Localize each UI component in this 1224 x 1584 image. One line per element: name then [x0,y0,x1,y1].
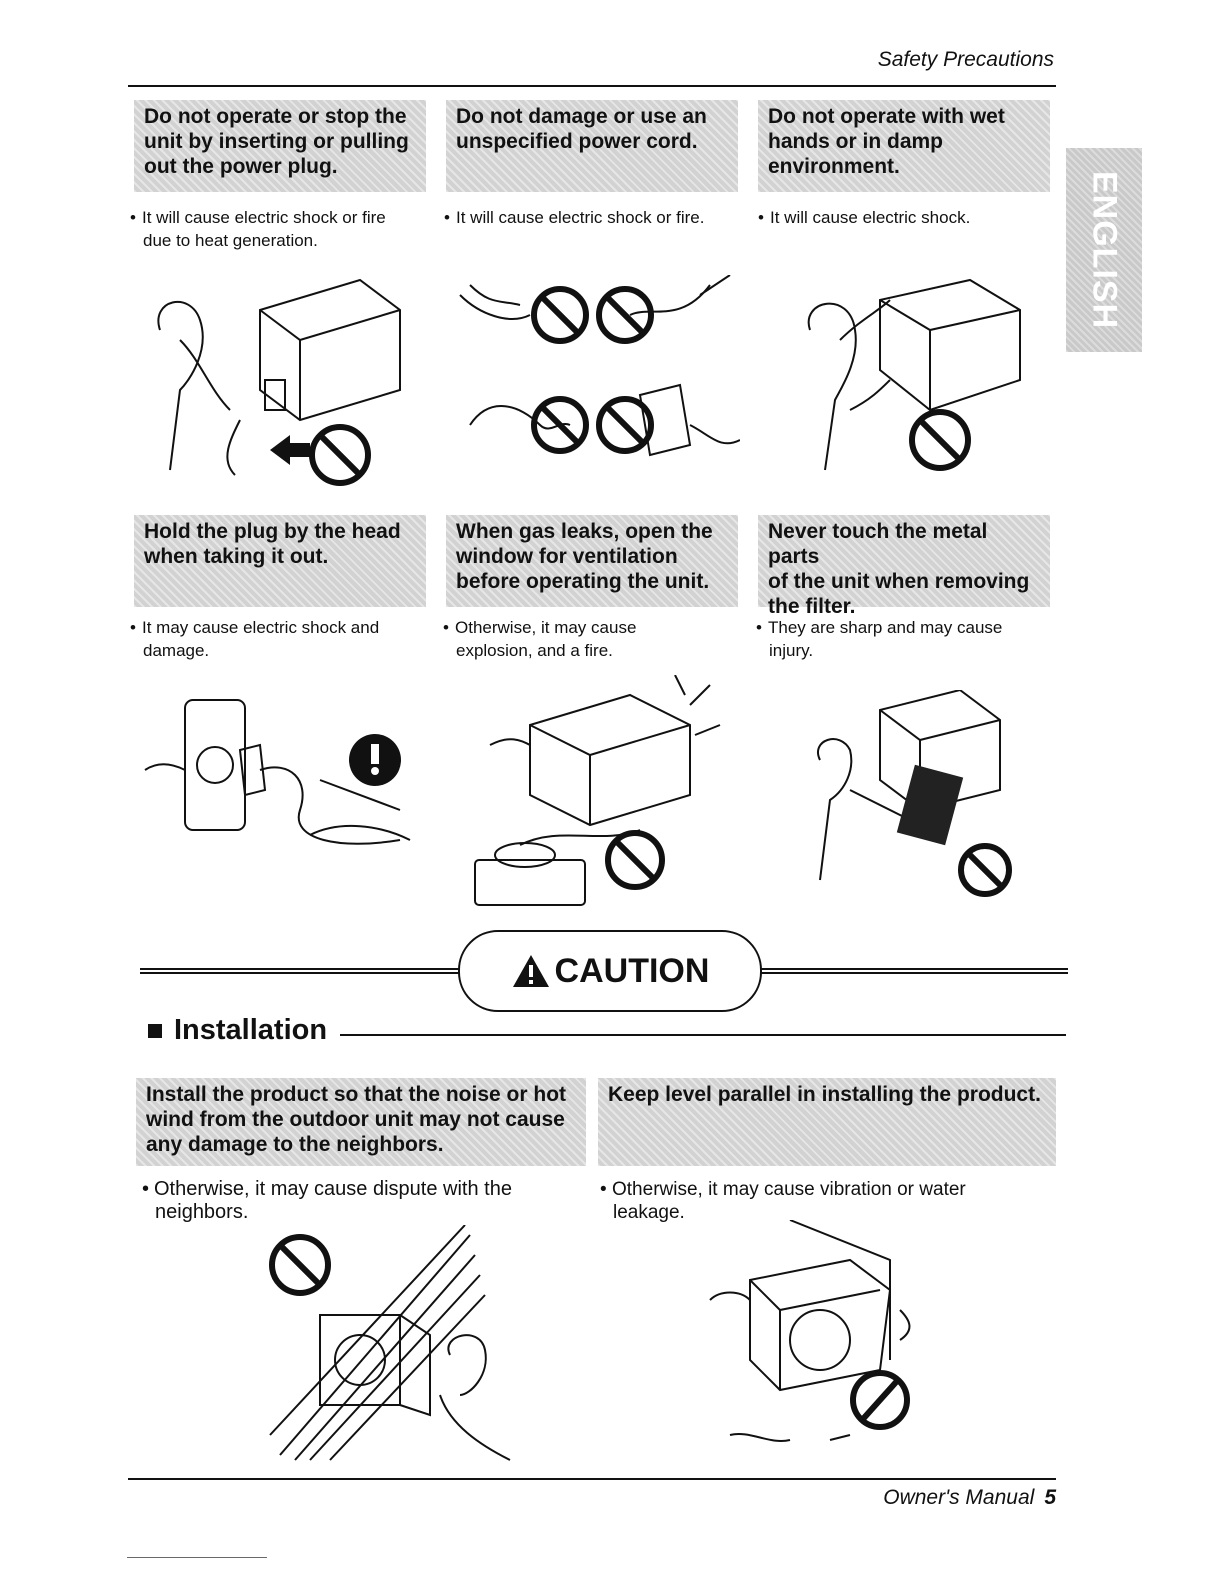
illustration-filter-removal [817,690,1012,897]
caution-label: CAUTION [554,951,710,990]
install-heading-1: Install the product so that the noise or… [136,1078,586,1166]
warning-heading-line: the filter. [768,595,856,618]
warning-heading-line: Do not operate with wet [768,105,1005,128]
warning-bullet-4: •It may cause electric shock and damage. [130,616,430,662]
bullet-text: leakage. [613,1202,685,1223]
bullet-text: neighbors. [155,1201,249,1223]
warning-bullet-1: •It will cause electric shock or fire du… [130,206,430,252]
warning-heading-3: Do not operate with wet hands or in damp… [758,100,1050,192]
link-underline [127,1557,267,1558]
bullet-text: It may cause electric shock and [142,618,380,637]
warning-heading-line: when taking it out. [144,545,329,568]
bullet-text: It will cause electric shock or fire [142,208,386,227]
warning-heading-5: When gas leaks, open the window for vent… [446,515,738,607]
section-title: Installation [174,1014,328,1046]
warning-heading-line: When gas leaks, open the [456,520,713,543]
caution-rule-left [140,968,460,974]
warning-heading-4: Hold the plug by the head when taking it… [134,515,426,607]
illustration-neighbors-noise [269,1225,511,1461]
warning-heading-line: environment. [768,155,900,178]
warning-heading-line: unit by inserting or pulling [144,130,409,153]
warning-heading-2: Do not damage or use an unspecified powe… [446,100,738,192]
bullet-text: They are sharp and may cause [768,618,1003,637]
illustration-hold-plug-head [144,699,411,845]
warning-bullet-3: •It will cause electric shock. [758,208,971,227]
install-heading-line: Install the product so that the noise or… [146,1083,567,1106]
bullet-square-icon [148,1023,162,1038]
warning-heading-line: Never touch the metal parts [768,520,988,568]
bullet-text: explosion, and a fire. [456,641,613,660]
footer: Owner's Manual 5 [883,1486,1056,1510]
language-tab: ENGLISH [1066,148,1142,352]
caution-rule-right [756,968,1068,974]
bullet-text: damage. [143,641,210,660]
bullet-text: It will cause electric shock. [770,208,971,227]
header-rule [128,85,1056,87]
warning-heading-line: of the unit when removing [768,570,1030,593]
warning-heading-6: Never touch the metal parts of the unit … [758,515,1050,618]
bullet-text: due to heat generation. [143,231,318,250]
warning-heading-line: out the power plug. [144,155,338,178]
caution-banner: CAUTION [458,930,762,1012]
page-number: 5 [1044,1486,1056,1509]
warning-triangle-icon [512,955,549,987]
footer-rule [128,1478,1056,1480]
warning-heading-line: hands or in damp [768,130,944,153]
install-heading-line: wind from the outdoor unit may not cause [146,1108,565,1131]
bullet-text: Otherwise, it may cause dispute with the [154,1178,512,1200]
warning-bullet-2: •It will cause electric shock or fire. [444,208,705,227]
illustration-power-cord [459,275,740,457]
install-heading-line: any damage to the neighbors. [146,1133,444,1156]
install-bullet-1: •Otherwise, it may cause dispute with th… [142,1178,562,1224]
warning-heading-line: Hold the plug by the head [144,520,401,543]
illustration-gas-leak [474,675,721,906]
warning-heading-1: Do not operate or stop the unit by inser… [134,100,426,192]
warning-heading-line: window for ventilation [456,545,678,568]
footer-manual-title: Owner's Manual [883,1486,1035,1509]
warning-heading-line: before operating the unit. [456,570,710,593]
bullet-text: Otherwise, it may cause [455,618,637,637]
section-rule [340,1034,1066,1036]
warning-bullet-6: •They are sharp and may cause injury. [756,616,1056,662]
install-heading-line: Keep level parallel in installing the pr… [608,1083,1041,1106]
illustration-level-install [709,1220,911,1442]
bullet-text: It will cause electric shock or fire. [456,208,705,227]
warning-heading-line: Do not operate or stop the [144,105,407,128]
warning-heading-line: Do not damage or use an [456,105,707,128]
warning-heading-line: unspecified power cord. [456,130,698,153]
install-heading-2: Keep level parallel in installing the pr… [598,1078,1056,1166]
warning-bullet-5: •Otherwise, it may cause explosion, and … [443,616,743,662]
bullet-text: Otherwise, it may cause vibration or wat… [612,1179,966,1200]
section-heading: Installation [148,1014,327,1047]
illustration-plug-pulling [157,278,401,486]
language-tab-label: ENGLISH [1085,170,1124,330]
bullet-text: injury. [769,641,814,660]
install-bullet-2: •Otherwise, it may cause vibration or wa… [600,1178,1030,1224]
illustration-wet-hands [807,278,1021,471]
page-header-title: Safety Precautions [877,48,1054,71]
